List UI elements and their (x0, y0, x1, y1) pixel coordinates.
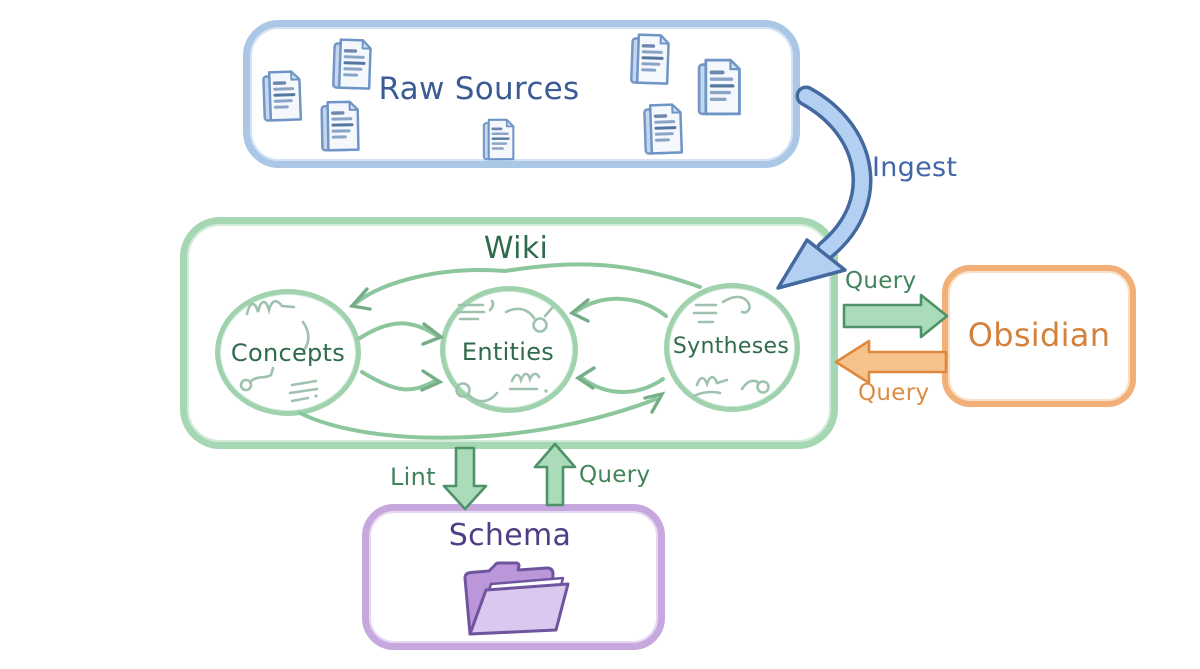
query-arrow-wiki-to-obsidian (842, 293, 949, 339)
lint-arrow (442, 446, 488, 511)
obsidian-title: Obsidian (967, 316, 1111, 354)
concepts-label: Concepts (230, 339, 346, 367)
syntheses-circle (664, 283, 800, 412)
query-schema-to-wiki-label: Query (579, 462, 651, 488)
concepts-circle (215, 289, 361, 416)
entities-label: Entities (461, 338, 555, 366)
ingest-edge-label: Ingest (872, 152, 958, 183)
wiki-title: Wiki (483, 231, 549, 266)
query-wiki-to-obsidian-label: Query (845, 268, 917, 294)
schema-box (362, 504, 665, 650)
query-arrow-schema-to-wiki (533, 442, 577, 507)
wiki-box (180, 217, 838, 449)
lint-edge-label: Lint (390, 463, 436, 491)
raw-sources-title: Raw Sources (378, 71, 580, 107)
schema-title: Schema (448, 518, 572, 553)
query-obsidian-to-wiki-label: Query (858, 380, 930, 406)
query-arrow-obsidian-to-wiki (834, 339, 948, 385)
syntheses-label: Syntheses (672, 334, 790, 359)
